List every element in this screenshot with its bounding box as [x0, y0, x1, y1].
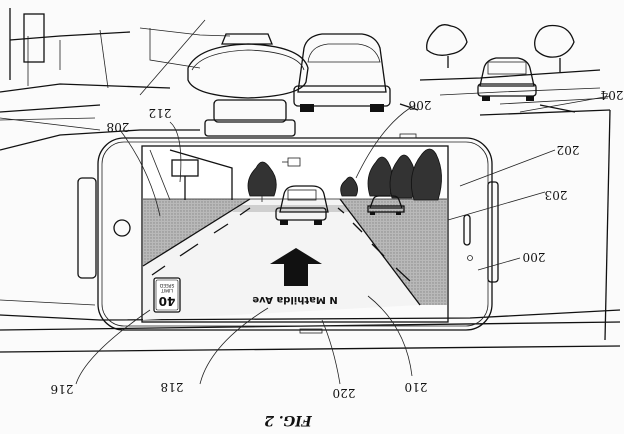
- smartphone: SPEED LIMIT 40 N Mathilda Ave: [77, 133, 499, 334]
- rear-view-mirror: [187, 33, 309, 137]
- power-lines: [139, 19, 231, 96]
- side-vehicle: [367, 195, 405, 215]
- ref-202: 202: [557, 143, 580, 157]
- home-button-icon: [113, 219, 131, 237]
- background-scene: [0, 8, 609, 121]
- leader-lines: [75, 95, 611, 385]
- navigation-arrow-icon: [270, 248, 322, 286]
- ref-216: 218: [161, 380, 184, 394]
- speaker-icon: [463, 214, 471, 246]
- speed-sign-top-text: SPEED: [159, 282, 174, 288]
- speed-sign-mid-text: LIMIT: [161, 287, 173, 293]
- figure-caption: FIG. 2: [264, 412, 313, 428]
- background-car-right: [477, 57, 537, 101]
- ref-204: 204: [600, 88, 623, 102]
- ref-208: 208: [107, 120, 130, 134]
- speed-sign-value: 40: [159, 294, 176, 308]
- background-car-center: [293, 33, 391, 112]
- screen-trees: [247, 148, 442, 202]
- background-road: [0, 69, 609, 121]
- phone-screen: SPEED LIMIT 40 N Mathilda Ave: [141, 145, 449, 323]
- background-trees: [426, 24, 575, 72]
- street-name-label: N Mathilda Ave: [252, 294, 338, 305]
- ref-212: 212: [149, 106, 172, 120]
- ref-206: 206: [409, 98, 432, 112]
- ref-218: 220: [333, 386, 356, 400]
- lead-vehicle: [275, 185, 329, 225]
- camera-icon: [467, 255, 473, 261]
- ref-210: 210: [405, 380, 428, 394]
- left-building: [9, 8, 131, 89]
- ref-203: 203: [545, 188, 568, 202]
- speed-limit-sign: SPEED LIMIT 40: [153, 277, 181, 313]
- phone-body: [97, 137, 493, 331]
- ref-200: 200: [523, 250, 546, 264]
- ref-220: 216: [51, 382, 74, 396]
- left-clamp: [77, 177, 97, 279]
- reference-numerals: 212 208 206 204 202 203 200 210 220 218 …: [51, 88, 624, 400]
